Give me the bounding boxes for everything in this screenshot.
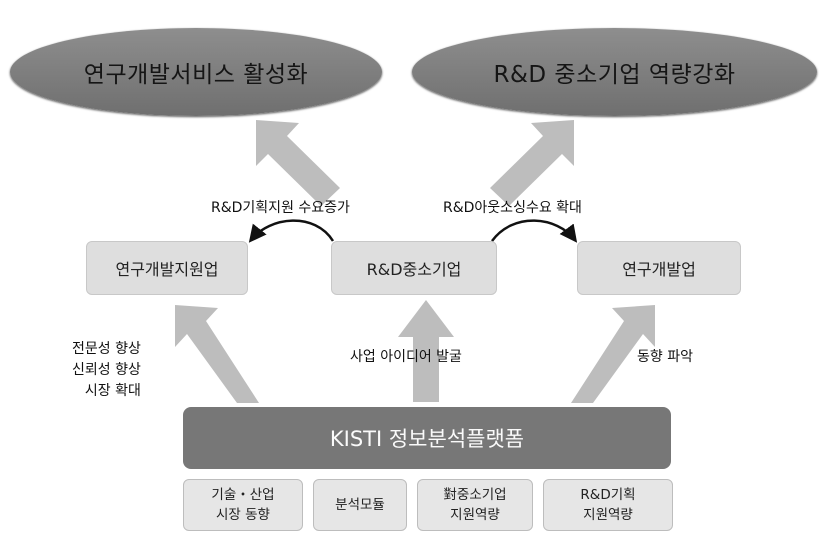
benefit-market: 시장 확대	[84, 383, 141, 399]
module-analysis: 분석모듈	[313, 479, 407, 531]
module-line: 지원역량	[583, 507, 633, 523]
up-arrow-right-to-goal	[490, 120, 574, 206]
flow-label-planning-demand: R&D기획지원 수요증가	[211, 200, 350, 216]
benefit-expertise: 전문성 향상	[72, 341, 141, 357]
benefit-reliability: 신뢰성 향상	[72, 362, 141, 378]
module-rnd-planning: R&D기획 지원역량	[543, 479, 673, 531]
up-arrow-platform-center	[398, 300, 454, 402]
module-tech-market: 기술・산업 시장 동향	[183, 479, 303, 531]
up-arrow-left-to-goal	[256, 120, 340, 206]
curve-arrow-to-support	[248, 219, 335, 243]
module-line: 對중소기업	[443, 487, 507, 503]
benefit-idea-discovery: 사업 아이디어 발굴	[350, 349, 462, 365]
actor-rnd-sme: R&D중소기업	[331, 241, 497, 295]
module-line: 지원역량	[450, 507, 500, 523]
up-arrow-platform-right	[571, 305, 655, 403]
module-sme-support: 對중소기업 지원역량	[417, 479, 533, 531]
up-arrow-platform-left	[175, 305, 259, 403]
actor-rnd-industry: 연구개발업	[577, 241, 741, 295]
module-line: R&D기획	[580, 487, 636, 503]
benefit-list-left: 전문성 향상 신뢰성 향상 시장 확대	[72, 339, 141, 402]
kisti-platform: KISTI 정보분석플랫폼	[183, 407, 671, 469]
benefit-trend: 동향 파악	[637, 349, 693, 365]
flow-label-outsourcing-demand: R&D아웃소싱수요 확대	[443, 200, 582, 216]
actor-rnd-support: 연구개발지원업	[86, 241, 248, 295]
module-line: 기술・산업	[211, 487, 275, 503]
module-line: 시장 동향	[216, 507, 270, 523]
module-line: 분석모듈	[335, 497, 385, 513]
curve-arrow-to-rnd	[490, 219, 578, 243]
goal-sme-capacity: R&D 중소기업 역량강화	[412, 28, 817, 116]
goal-rnd-service: 연구개발서비스 활성화	[10, 28, 382, 116]
